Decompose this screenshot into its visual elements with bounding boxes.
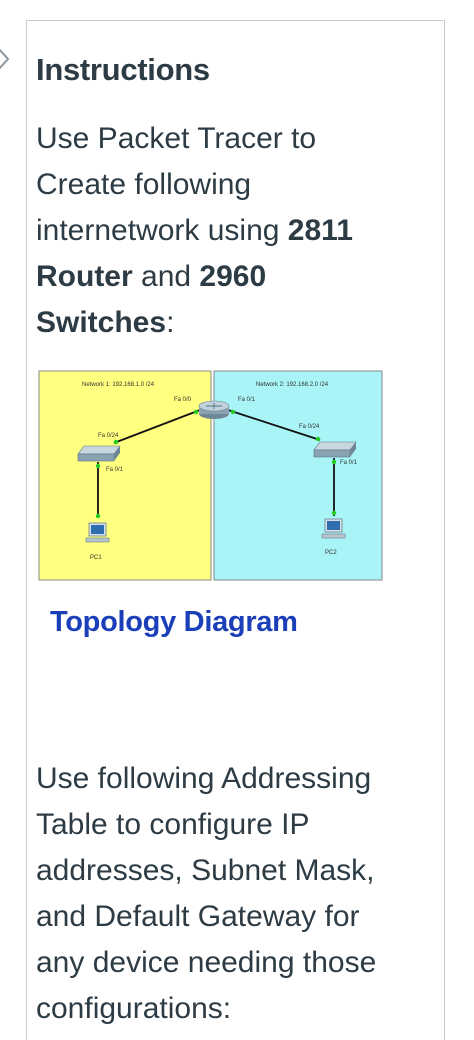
link-end-dot — [331, 510, 337, 516]
link-end-dot — [331, 459, 337, 465]
chevron-right-icon[interactable] — [0, 44, 16, 74]
pc-2-icon — [321, 518, 346, 539]
link-router-switch2 — [227, 409, 321, 441]
content-card — [26, 20, 445, 1040]
network-1-label: Network 1: 192.168.1.0 /24 — [82, 382, 155, 388]
switch2-fa0-24-label: Fa 0/24 — [299, 424, 320, 430]
switch1-fa0-24-label: Fa 0/24 — [98, 433, 119, 439]
link-end-dot — [230, 409, 236, 415]
network-2-area — [213, 370, 383, 581]
network-2-label: Network 2: 192.168.2.0 /24 — [256, 382, 329, 388]
intro-text: Use Packet Tracer to Create following in… — [36, 122, 353, 339]
pc1-label: PC1 — [90, 555, 102, 561]
pc2-label: PC2 — [325, 550, 337, 556]
instructions-heading: Instructions — [36, 52, 210, 87]
switch-2-icon — [313, 441, 357, 458]
switch-1-icon — [77, 445, 121, 462]
switch1-fa0-1-label: Fa 0/1 — [106, 467, 124, 473]
link-end-dot — [95, 513, 101, 519]
router-icon — [198, 400, 230, 419]
topology-diagram: Network 1: 192.168.1.0 /24 Network 2: 19… — [38, 370, 383, 581]
router-fa0-1-label: Fa 0/1 — [238, 397, 256, 403]
router-fa0-0-label: Fa 0/0 — [174, 397, 192, 403]
link-end-dot — [315, 436, 321, 442]
switch2-fa0-1-label: Fa 0/1 — [340, 460, 358, 466]
link-end-dot — [95, 463, 101, 469]
addressing-instructions-text: Use following Addressing Table to config… — [36, 762, 377, 1025]
topology-diagram-caption: Topology Diagram — [50, 606, 298, 638]
link-end-dot — [113, 439, 119, 445]
pc-1-icon — [85, 522, 110, 543]
link-end-dot — [193, 409, 199, 415]
network-1-area — [38, 370, 212, 581]
link-router-switch1 — [113, 409, 201, 444]
